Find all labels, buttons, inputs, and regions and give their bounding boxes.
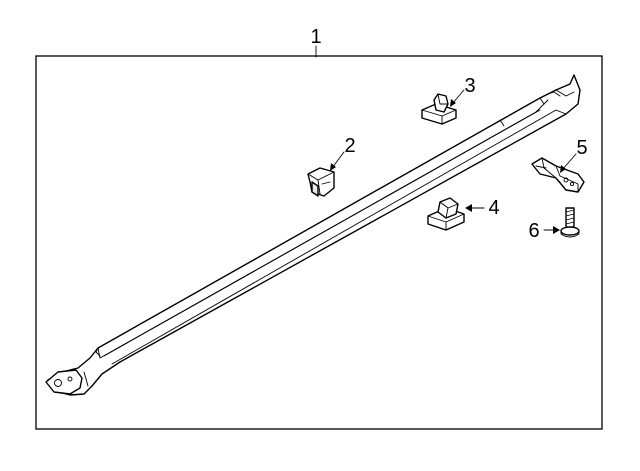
part-1-rocker-molding	[45, 74, 581, 396]
callout-3-arrow	[450, 99, 456, 107]
part-5-bracket	[531, 157, 585, 193]
part-2-clip	[307, 167, 335, 197]
diagram-frame	[35, 55, 603, 430]
callout-2-leader	[331, 151, 345, 169]
callout-4-arrow	[465, 204, 472, 212]
part-3-retainer	[421, 93, 457, 125]
callout-2-label: 2	[344, 135, 355, 157]
callout-6-arrow	[553, 226, 560, 234]
callout-5-leader	[561, 153, 577, 171]
callout-2-arrow	[330, 163, 336, 171]
callout-6-label: 6	[528, 220, 539, 242]
callout-1-label: 1	[310, 26, 321, 48]
callout-5-arrow	[560, 165, 566, 173]
part-6-screw	[560, 207, 580, 238]
callout-5-label: 5	[576, 137, 587, 159]
callout-3-label: 3	[464, 75, 475, 97]
part-4-clip-nut	[427, 197, 465, 231]
callout-4-label: 4	[488, 197, 499, 219]
